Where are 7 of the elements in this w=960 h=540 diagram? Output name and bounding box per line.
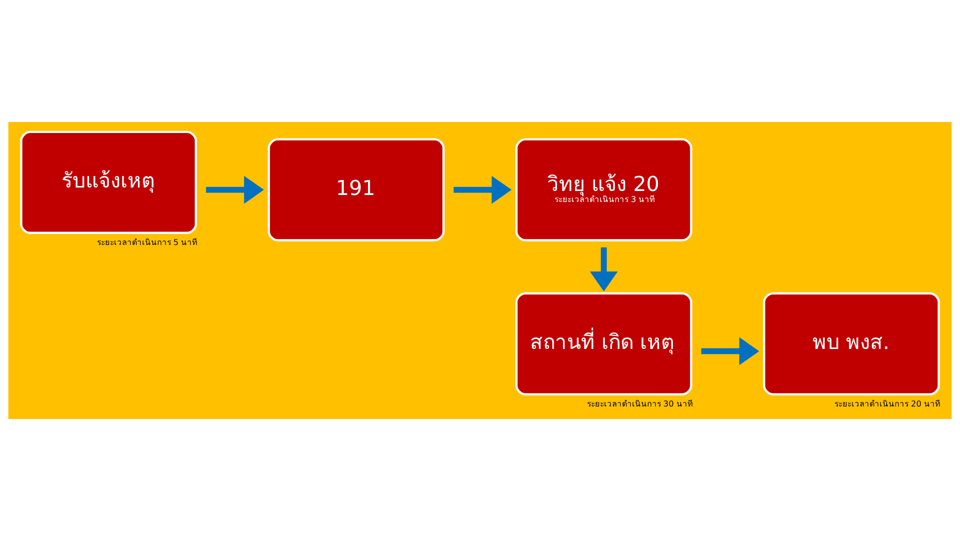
node-label: ระยะเวลาดำเนินการ 5 นาที <box>96 236 198 246</box>
node-label: ระยะเวลาดำเนินการ 30 นาที <box>586 398 692 408</box>
arrow <box>590 246 618 291</box>
arrow <box>454 175 512 204</box>
arrow <box>206 175 264 204</box>
arrow <box>701 336 760 365</box>
node-label: ระยะเวลาดำเนินการ 20 นาที <box>834 398 940 408</box>
